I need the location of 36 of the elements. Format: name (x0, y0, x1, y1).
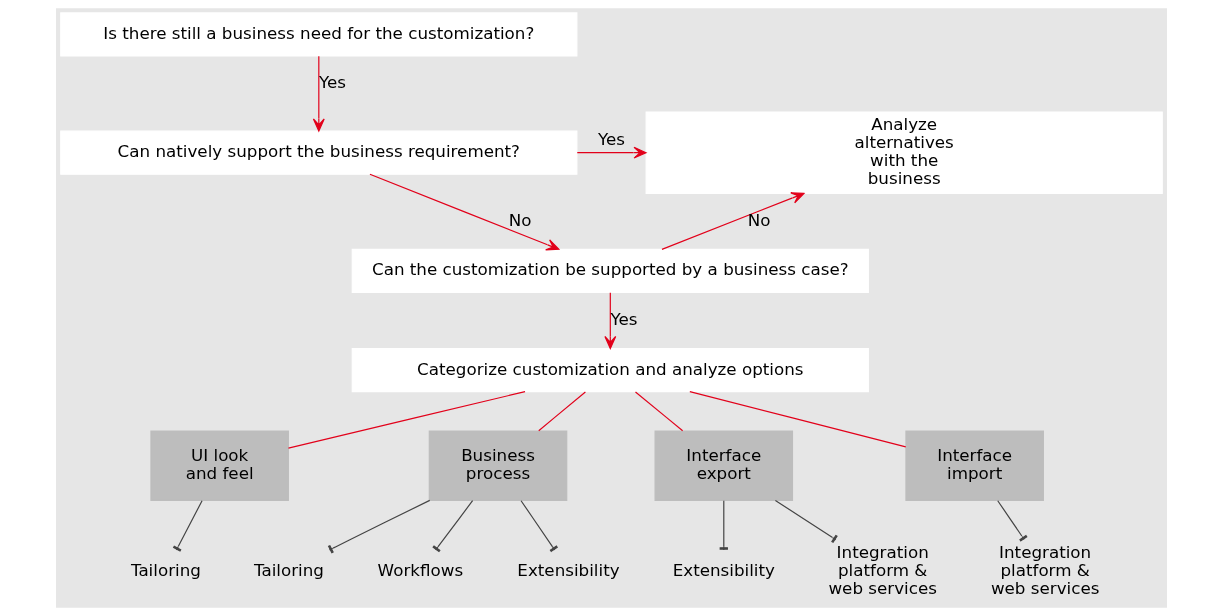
edge-label: Yes (319, 72, 347, 93)
node-box: Can natively support the business requirement? (60, 130, 578, 175)
connector (689, 391, 907, 448)
node-text: Extensibility (517, 559, 620, 580)
connector (172, 500, 203, 552)
connector (997, 500, 1028, 542)
connector (520, 500, 558, 553)
connector (327, 499, 431, 554)
arrow (369, 173, 560, 251)
connector (719, 500, 728, 551)
node-box: UI look and feel (150, 430, 289, 501)
node-box: Categorize customization and analyze options (351, 348, 869, 393)
edge-label: No (508, 209, 532, 230)
connector (287, 391, 526, 449)
arrow (604, 292, 617, 350)
node-box: Interface export (654, 430, 794, 501)
node-text: Extensibility (672, 559, 775, 580)
node-box: Analyze alternatives with the business (645, 111, 1163, 194)
arrow (661, 192, 805, 250)
node-box: Business process (428, 430, 568, 501)
node-text: Tailoring (253, 559, 324, 580)
connector (432, 500, 474, 553)
node-box: Is there still a business need for the customization? (60, 12, 578, 57)
arrow (312, 55, 325, 132)
edge-label: No (747, 209, 771, 230)
node-text: Workflows (377, 559, 464, 580)
connector (634, 391, 684, 432)
node-box: Can the customization be supported by a business case? (351, 248, 869, 294)
connector (774, 499, 838, 544)
node-text: Tailoring (130, 559, 201, 580)
node-text: Integration platform & web services (828, 541, 937, 598)
node-text: Integration platform & web services (990, 541, 1100, 598)
node-box: Interface import (905, 430, 1044, 501)
arrow (576, 146, 647, 159)
edge-label: Yes (598, 128, 625, 149)
connector (538, 391, 586, 432)
